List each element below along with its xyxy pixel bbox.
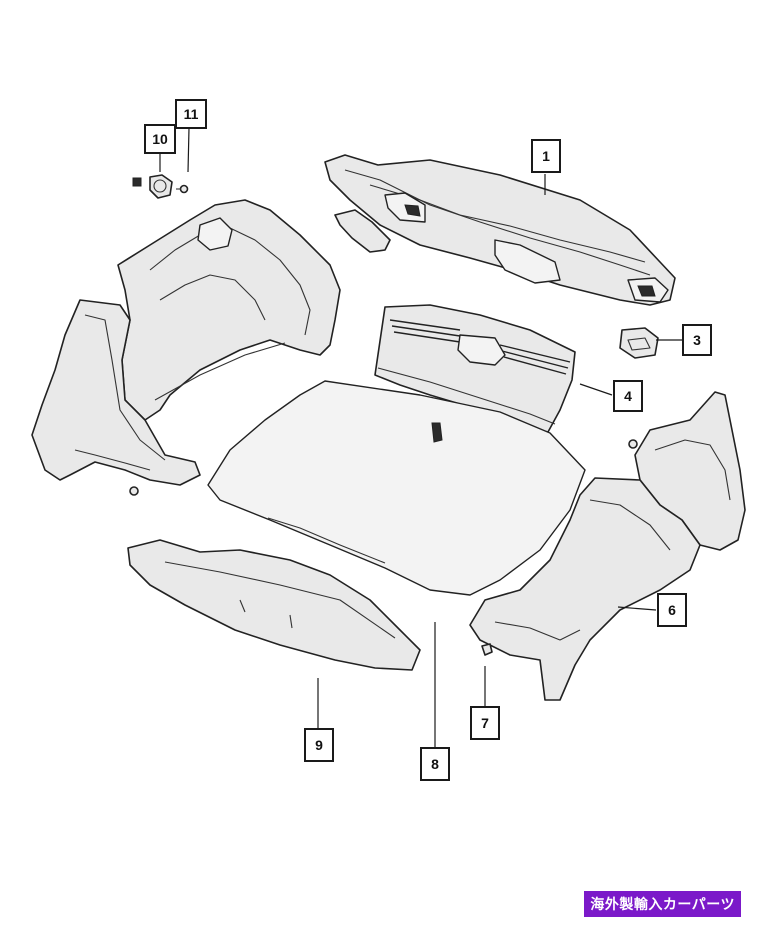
- callout-11-label: 11: [184, 106, 199, 122]
- part-4-rear-sill-plate: [374, 304, 576, 433]
- leader-4: [579, 383, 613, 396]
- callout-6: 6: [657, 593, 687, 627]
- part-8-trunk-floor-mat: [207, 380, 586, 596]
- leader-11: [187, 127, 190, 173]
- part-11-screw: [176, 184, 189, 194]
- callout-8: 8: [420, 747, 450, 781]
- callout-9-label: 9: [315, 737, 323, 753]
- callout-11: 11: [175, 99, 207, 129]
- part-1-rear-shelf: [324, 154, 676, 306]
- callout-1: 1: [531, 139, 561, 173]
- left-quarter-trim-panel: [117, 199, 341, 421]
- callout-3: 3: [682, 324, 712, 356]
- callout-3-label: 3: [693, 332, 701, 348]
- callout-4: 4: [613, 380, 643, 412]
- callout-4-label: 4: [624, 388, 632, 404]
- trim-strip: [334, 209, 391, 253]
- part-6-right-quarter-trim-panel: [469, 391, 746, 701]
- callout-7: 7: [470, 706, 500, 740]
- leader-6: [617, 606, 657, 611]
- part-3-lamp: [619, 327, 659, 359]
- callout-10: 10: [144, 124, 176, 154]
- callout-6-label: 6: [668, 602, 676, 618]
- callout-9: 9: [304, 728, 334, 762]
- callout-8-label: 8: [431, 756, 439, 772]
- callout-1-label: 1: [542, 148, 550, 164]
- part-9-trunk-front-trim: [127, 539, 421, 671]
- sill-vent-slats: [389, 319, 571, 375]
- watermark-badge: 海外製輸入カーパーツ: [584, 891, 741, 917]
- part-7-clip: [481, 643, 493, 656]
- left-rear-trim-panel: [31, 299, 201, 496]
- callout-10-label: 10: [152, 131, 168, 147]
- callout-7-label: 7: [481, 715, 489, 731]
- leader-lines: [159, 127, 683, 748]
- part-10-fastener: [132, 174, 173, 199]
